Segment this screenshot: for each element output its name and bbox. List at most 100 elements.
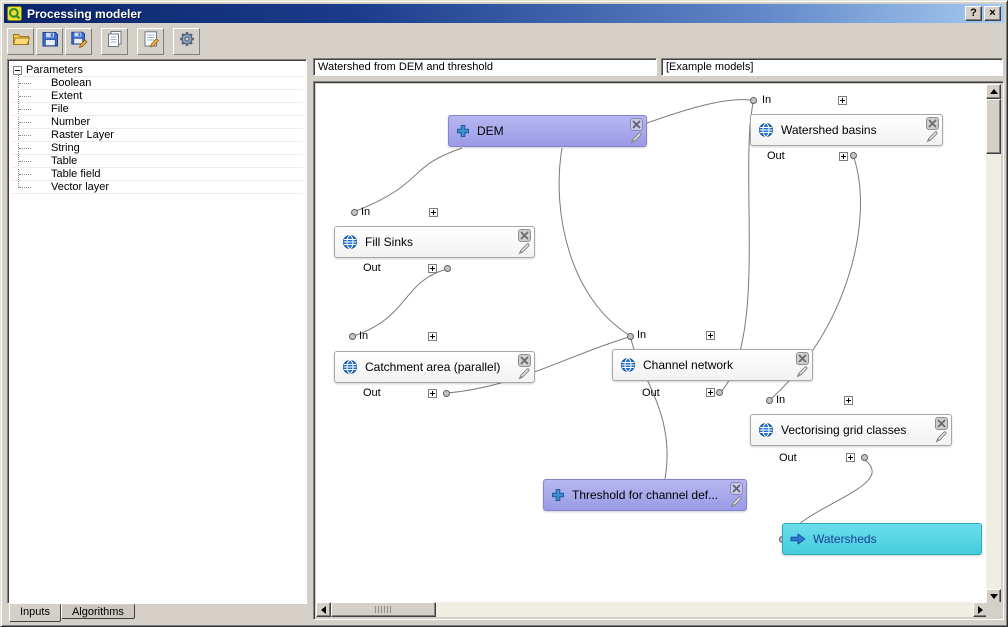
v-scroll-thumb[interactable]	[986, 99, 1001, 154]
anchor-in-channel-network: In	[637, 329, 647, 341]
save-model-button[interactable]	[36, 27, 63, 55]
edge-dem-channel-network	[558, 147, 630, 336]
help-button[interactable]: ?	[965, 6, 982, 21]
node-output-watersheds[interactable]: Watersheds	[782, 523, 982, 555]
run-model-button[interactable]	[173, 27, 200, 55]
edit-node-icon[interactable]	[518, 242, 531, 255]
tree-item-table-field[interactable]: Table field	[11, 168, 303, 181]
edit-node-icon[interactable]	[730, 495, 743, 508]
node-alg-watershed-basins[interactable]: Watershed basins	[750, 114, 943, 146]
tree-children: Boolean Extent File Number Raster Layer …	[11, 75, 303, 194]
node-input-threshold[interactable]: Threshold for channel def...	[543, 479, 747, 511]
tree-item-string[interactable]: String	[11, 142, 303, 155]
remove-node-icon[interactable]	[926, 117, 939, 130]
expand-icon[interactable]	[706, 388, 715, 397]
node-label: Threshold for channel def...	[572, 488, 719, 502]
saga-globe-icon	[758, 422, 774, 438]
model-canvas-viewport: In Out In Out In Out In Out In Out	[313, 81, 1004, 620]
expand-icon[interactable]	[429, 208, 438, 217]
scroll-left-button[interactable]	[316, 602, 331, 617]
connector-dot	[861, 454, 868, 461]
h-scroll-thumb[interactable]	[331, 602, 436, 617]
edit-node-icon[interactable]	[518, 367, 531, 380]
export-image-icon	[106, 30, 124, 53]
tree-item-raster-layer[interactable]: Raster Layer	[11, 129, 303, 142]
anchor-in-fill-sinks: In	[361, 206, 371, 218]
open-model-button[interactable]	[7, 27, 34, 55]
anchor-in-watershed-basins: In	[762, 94, 772, 106]
tree-item-file[interactable]: File	[11, 103, 303, 116]
connector-dot	[766, 397, 773, 404]
connector-dot	[716, 389, 723, 396]
saga-globe-icon	[342, 234, 358, 250]
scroll-up-button[interactable]	[986, 84, 1001, 99]
expand-icon[interactable]	[839, 152, 848, 161]
remove-node-icon[interactable]	[730, 482, 743, 495]
edit-node-icon[interactable]	[935, 430, 948, 443]
tab-algorithms[interactable]: Algorithms	[60, 604, 135, 619]
expand-icon[interactable]	[706, 331, 715, 340]
output-arrow-icon	[790, 533, 806, 545]
tree-item-extent[interactable]: Extent	[11, 90, 303, 103]
tree-item-boolean[interactable]: Boolean	[11, 77, 303, 90]
tree-item-number[interactable]: Number	[11, 116, 303, 129]
tree-root-label: Parameters	[26, 64, 83, 76]
edge-dem-watershed-basins	[646, 99, 751, 124]
expand-icon[interactable]	[838, 96, 847, 105]
remove-node-icon[interactable]	[935, 417, 948, 430]
node-alg-vectorising-grid-classes[interactable]: Vectorising grid classes	[750, 414, 952, 446]
arrow-right-icon	[978, 605, 983, 614]
close-button[interactable]: ×	[984, 6, 1001, 21]
export-image-button[interactable]	[101, 27, 128, 55]
expand-icon[interactable]	[428, 389, 437, 398]
saga-globe-icon	[620, 357, 636, 373]
connector-dot	[750, 97, 757, 104]
arrow-up-icon	[989, 89, 998, 94]
node-label: Fill Sinks	[365, 235, 414, 249]
remove-node-icon[interactable]	[630, 118, 643, 131]
node-label: Watersheds	[813, 532, 877, 546]
anchor-out-channel-network: Out	[642, 387, 660, 399]
edit-node-icon[interactable]	[926, 130, 939, 143]
node-alg-catchment-area[interactable]: Catchment area (parallel)	[334, 351, 535, 383]
tree-item-table[interactable]: Table	[11, 155, 303, 168]
edit-node-icon[interactable]	[796, 365, 809, 378]
remove-node-icon[interactable]	[518, 229, 531, 242]
expand-icon[interactable]	[846, 453, 855, 462]
anchor-out-vectorising: Out	[779, 452, 797, 464]
expand-icon[interactable]	[428, 264, 437, 273]
collapse-icon[interactable]	[13, 65, 22, 75]
save-model-as-button[interactable]	[65, 27, 92, 55]
node-label: Channel network	[643, 358, 734, 372]
node-label: Vectorising grid classes	[781, 423, 907, 437]
tree-item-vector-layer[interactable]: Vector layer	[11, 181, 303, 194]
edit-node-icon[interactable]	[630, 131, 643, 144]
tab-inputs[interactable]: Inputs	[9, 604, 61, 622]
node-label: DEM	[477, 124, 504, 138]
gear-icon	[178, 30, 196, 53]
expand-icon[interactable]	[428, 332, 437, 341]
model-name-input[interactable]	[313, 58, 657, 76]
canvas-h-scrollbar[interactable]	[316, 602, 988, 617]
anchor-out-fill-sinks: Out	[363, 262, 381, 274]
titlebar[interactable]: Processing modeler ? ×	[4, 4, 1004, 23]
expand-icon[interactable]	[844, 396, 853, 405]
node-alg-fill-sinks[interactable]: Fill Sinks	[334, 226, 535, 258]
tree-root-parameters[interactable]: Parameters	[11, 64, 303, 77]
arrow-left-icon	[321, 605, 326, 614]
model-group-input[interactable]	[661, 58, 1003, 76]
model-canvas[interactable]: In Out In Out In Out In Out In Out	[316, 84, 988, 604]
parameters-panel: Parameters Boolean Extent File Number Ra…	[7, 59, 307, 604]
edit-model-help-button[interactable]	[137, 27, 164, 55]
remove-node-icon[interactable]	[518, 354, 531, 367]
remove-node-icon[interactable]	[796, 352, 809, 365]
node-alg-channel-network[interactable]: Channel network	[612, 349, 813, 381]
save-as-icon	[70, 30, 88, 53]
plus-input-icon	[456, 124, 470, 138]
node-label: Catchment area (parallel)	[365, 360, 501, 374]
canvas-v-scrollbar[interactable]	[986, 84, 1001, 604]
node-input-dem[interactable]: DEM	[448, 115, 647, 147]
edge-fill-sinks-catchment-area	[353, 268, 448, 337]
anchor-out-catchment-area: Out	[363, 387, 381, 399]
